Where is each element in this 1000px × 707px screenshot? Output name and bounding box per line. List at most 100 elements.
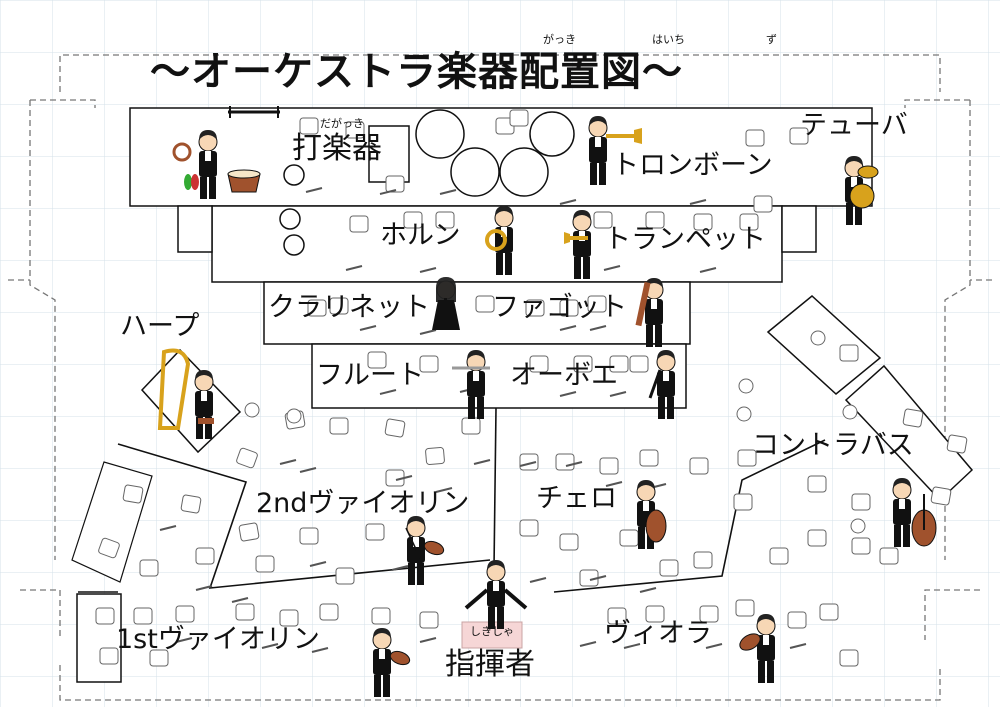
chair — [587, 295, 607, 313]
music-stand — [605, 481, 623, 487]
violin2-label: 2ndヴァイオリン — [256, 488, 470, 519]
chair — [839, 649, 859, 667]
chair — [659, 559, 679, 577]
music-stand — [395, 475, 413, 481]
chair — [299, 117, 319, 135]
chair — [235, 603, 255, 621]
chair — [699, 605, 719, 623]
chair — [789, 127, 809, 145]
conductor-ruby: しきしゃ — [470, 625, 514, 638]
music-stand — [473, 459, 491, 465]
chair — [475, 295, 495, 313]
chair — [807, 475, 827, 493]
chair — [403, 211, 423, 229]
music-stand — [309, 561, 327, 567]
music-stand — [789, 643, 807, 649]
chair — [593, 211, 613, 229]
chair — [180, 494, 202, 514]
music-stand — [689, 199, 707, 205]
chair — [365, 523, 385, 541]
music-stand — [639, 587, 657, 593]
music-stand — [195, 585, 213, 591]
trumpet-label: トランペット — [604, 224, 766, 255]
chair — [384, 418, 406, 438]
music-stand — [579, 641, 597, 647]
chair — [737, 449, 757, 467]
chair — [367, 351, 387, 369]
music-stand — [391, 565, 409, 571]
chair — [733, 493, 753, 511]
chair — [573, 355, 593, 373]
chairs-group — [95, 109, 968, 667]
music-stand — [419, 637, 437, 643]
chair — [329, 417, 349, 435]
chair — [335, 567, 355, 585]
chair — [175, 605, 195, 623]
conductor-label: 指揮者 — [445, 647, 535, 682]
music-stand — [589, 575, 607, 581]
chair — [559, 533, 579, 551]
chair — [349, 215, 369, 233]
percussion-ruby: だがっき — [320, 117, 364, 130]
chair — [133, 607, 153, 625]
music-stand — [559, 199, 577, 205]
timpani-group — [279, 109, 575, 256]
chair — [122, 484, 144, 504]
percussion-label: 打楽器 — [292, 131, 382, 166]
music-stand — [529, 577, 547, 583]
chair — [645, 211, 665, 229]
trombone-label: トロンボーン — [612, 150, 773, 181]
chair — [519, 519, 539, 537]
flute-label: フルート — [316, 360, 424, 391]
chair — [693, 551, 713, 569]
chair — [385, 175, 405, 193]
music-stand — [705, 643, 723, 649]
chair — [99, 647, 119, 665]
chair — [930, 486, 952, 506]
chair — [279, 609, 299, 627]
chair — [299, 527, 319, 545]
chair — [98, 537, 120, 559]
music-stand — [305, 187, 323, 193]
chair — [839, 344, 859, 362]
music-stand — [439, 189, 457, 195]
chair — [509, 109, 529, 127]
chair — [629, 355, 649, 373]
chair — [236, 447, 258, 469]
chair — [599, 457, 619, 475]
chair — [769, 547, 789, 565]
music-stand — [565, 461, 583, 467]
music-stand — [435, 487, 453, 493]
title-ruby-haichi: はいち — [652, 33, 685, 46]
piano-box — [76, 593, 122, 683]
stool — [736, 406, 752, 422]
chair — [139, 559, 159, 577]
chair — [95, 607, 115, 625]
viola-label: ヴィオラ — [604, 618, 712, 649]
contrabass-label: コントラバス — [752, 430, 914, 461]
chair — [639, 449, 659, 467]
music-stand — [589, 325, 607, 331]
music-stand — [175, 637, 193, 643]
chair — [689, 457, 709, 475]
chair — [851, 537, 871, 555]
music-stand — [559, 325, 577, 331]
music-stand — [231, 597, 249, 603]
chair — [529, 355, 549, 373]
title-ruby-zu: ず — [766, 33, 777, 46]
chair — [693, 213, 713, 231]
stool — [850, 518, 866, 534]
music-stand — [379, 189, 397, 195]
stool — [810, 330, 826, 346]
title-ruby-gakki: がっき — [543, 33, 576, 46]
chair — [607, 607, 627, 625]
chair — [419, 611, 439, 629]
chair — [319, 603, 339, 621]
chair — [419, 355, 439, 373]
stool — [842, 404, 858, 420]
music-stand — [699, 267, 717, 273]
music-stand — [519, 461, 537, 467]
chair — [902, 408, 924, 428]
